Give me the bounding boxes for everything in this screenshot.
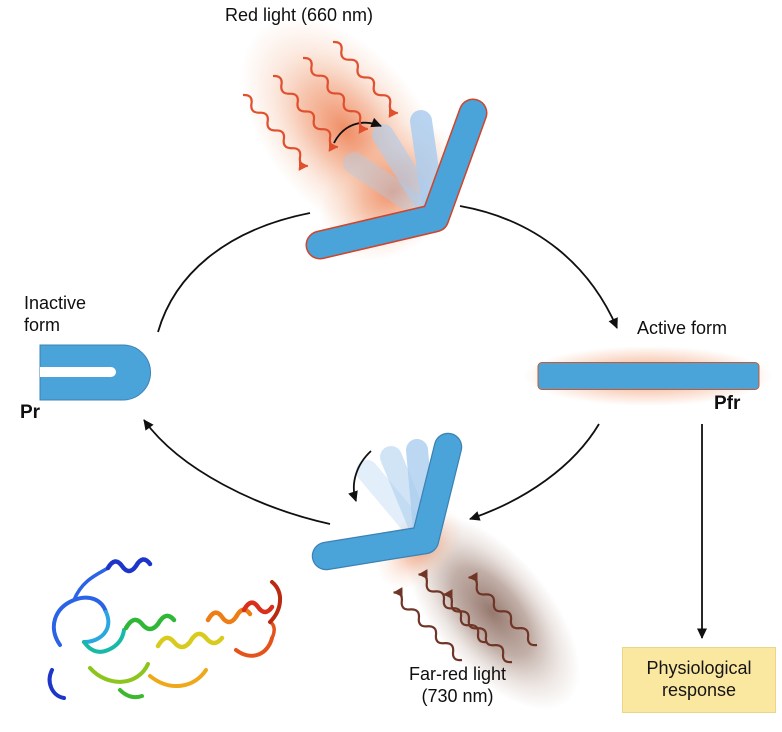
active-form-label: Active form [637, 318, 728, 338]
cycle-arc-pfr-to-bottom [469, 423, 600, 521]
far-red-wave-arrow [393, 587, 463, 662]
cycle-arc-pr-to-top [157, 212, 311, 333]
far-red-light-line2: (730 nm) [421, 685, 494, 706]
pr-slot [40, 367, 116, 377]
cycle-arc-bottom-to-pr [143, 419, 331, 525]
red-wave-arrow [302, 56, 369, 134]
physiological-response-box: Physiological response [622, 647, 776, 713]
red-light-label: Red light (660 nm) [224, 5, 374, 25]
rotation-arrow-bottom [348, 450, 372, 502]
red-light-wave-arrows [242, 40, 399, 171]
pfr-label: Pfr [714, 393, 741, 414]
red-wave-arrow [332, 40, 399, 118]
far-red-light-line1: Far-red light [408, 664, 507, 684]
phytochrome-bottom-body [313, 434, 461, 569]
phytochrome-top-body [307, 100, 486, 258]
physiological-response-label: Physiological response [646, 658, 752, 700]
rotation-arrow-top [333, 117, 382, 144]
far-red-wave-arrows [393, 569, 538, 664]
red-wave-arrow [272, 74, 339, 152]
phytochrome-opening-shape [305, 98, 488, 260]
pr-shape [39, 344, 151, 401]
inactive-form-label: Inactive form [24, 293, 87, 335]
pfr-shape [537, 362, 760, 390]
red-wave-arrow [242, 93, 309, 171]
cycle-arrows [143, 205, 618, 525]
far-red-wave-arrow [468, 572, 538, 647]
far-red-wave-arrow [443, 589, 513, 664]
cycle-arc-top-to-pfr [459, 205, 618, 329]
far-red-light-label: Far-red light (730 nm) [390, 664, 525, 708]
pr-label: Pr [20, 402, 41, 423]
protein-structure-image [47, 557, 282, 700]
phytochrome-closing-shape [311, 432, 463, 571]
